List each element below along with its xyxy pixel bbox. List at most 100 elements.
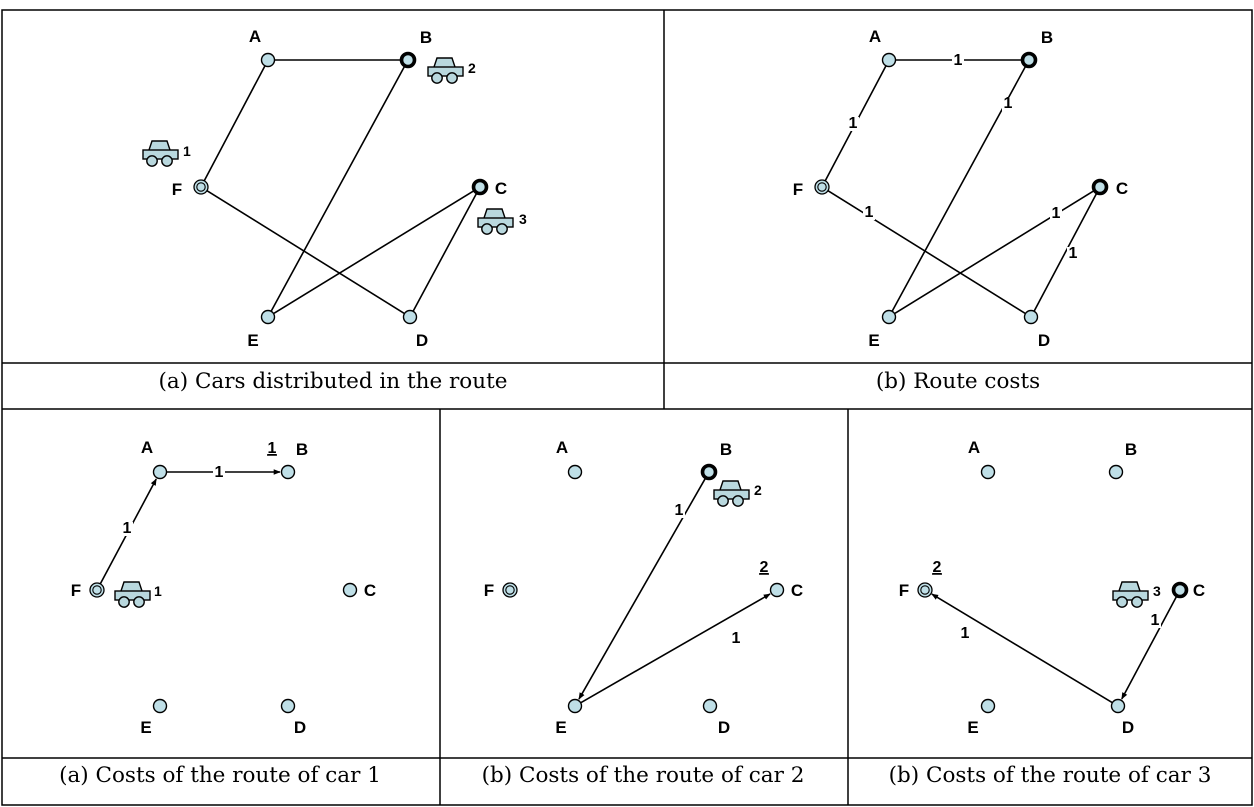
car-number-1: 1 [183,143,191,159]
node-label-B: B [720,440,732,459]
cost-label-C-D: 1 [1151,612,1160,629]
node-label-D: D [294,718,306,737]
cost-label-bg [673,504,685,518]
car-icon [1112,581,1149,608]
node-B [700,463,718,481]
node-F [814,179,830,195]
accumulated-cost-B: 1 [268,440,277,457]
edge-F-D [206,190,405,314]
node-label-F: F [793,180,803,199]
node-D [280,698,296,714]
node-C [1171,581,1189,599]
car-icon [427,57,464,84]
edge-C-D [1121,595,1178,700]
node-label-E: E [967,718,978,737]
node-label-A: A [141,438,153,457]
car-icon [713,480,750,507]
node-E [567,698,583,714]
node-E [152,698,168,714]
node-C [1091,178,1109,196]
car-number-3: 3 [1153,583,1161,599]
car-icon [114,581,151,608]
node-B [1020,51,1038,69]
cost-label-A-F: 1 [849,115,858,132]
node-D [1023,309,1039,325]
node-B [1108,464,1124,480]
edge-B-E [578,477,707,700]
node-D [702,698,718,714]
edge-C-D [412,192,478,312]
edge-B-E [270,65,406,312]
node-label-F: F [172,180,182,199]
node-label-E: E [555,718,566,737]
cost-label-bg [1050,207,1062,221]
car-icon [477,208,514,235]
cost-label-bg [952,54,964,68]
node-label-B: B [1125,440,1137,459]
cost-label-B-E: 1 [1004,95,1013,112]
car-number-3: 3 [519,211,527,227]
accumulated-cost-F: 2 [933,559,942,576]
node-label-A: A [869,27,881,46]
node-label-D: D [1122,718,1134,737]
node-A [980,464,996,480]
accumulated-cost-C: 2 [760,559,769,576]
node-label-E: E [140,718,151,737]
node-E [980,698,996,714]
node-label-D: D [1038,331,1050,350]
node-D [1110,698,1126,714]
node-label-D: D [718,718,730,737]
node-label-E: E [868,331,879,350]
cost-label-A-B: 1 [954,52,963,69]
panel-caption: (b) Costs of the route of car 3 [889,763,1212,788]
node-C [342,582,358,598]
cost-label-A-B: 1 [215,464,224,481]
node-label-F: F [899,581,909,600]
node-label-F: F [71,581,81,600]
node-B [399,51,417,69]
car-number-2: 2 [754,482,762,498]
node-C [769,582,785,598]
cost-label-E-C: 1 [1052,205,1061,222]
node-A [567,464,583,480]
node-label-A: A [249,27,261,46]
node-C [471,178,489,196]
car-number-1: 1 [154,583,162,599]
node-F [917,582,933,598]
panel-caption: (b) Route costs [876,369,1040,394]
edge-E-C [580,593,771,704]
cost-label-bg [730,632,742,646]
edge-D-F [931,593,1113,704]
node-D [402,309,418,325]
node-label-C: C [364,581,376,600]
edge-C-D [1033,192,1098,312]
node-A [260,52,276,68]
node-label-E: E [247,331,258,350]
car-icon [142,140,179,167]
cost-label-bg [121,522,133,536]
node-label-B: B [420,28,432,47]
cost-label-E-C: 1 [732,630,741,647]
cost-label-bg [213,466,225,480]
node-E [881,309,897,325]
cost-label-bg [959,627,971,641]
node-E [260,309,276,325]
node-label-C: C [791,581,803,600]
edge-E-C [273,189,475,315]
cost-label-bg [863,206,875,220]
node-A [881,52,897,68]
panel-caption: (a) Costs of the route of car 1 [59,763,381,788]
node-label-C: C [1193,581,1205,600]
node-B [280,464,296,480]
node-label-B: B [296,440,308,459]
cost-label-F-A: 1 [123,520,132,537]
panel-caption: (b) Costs of the route of car 2 [482,763,805,788]
node-label-A: A [968,438,980,457]
